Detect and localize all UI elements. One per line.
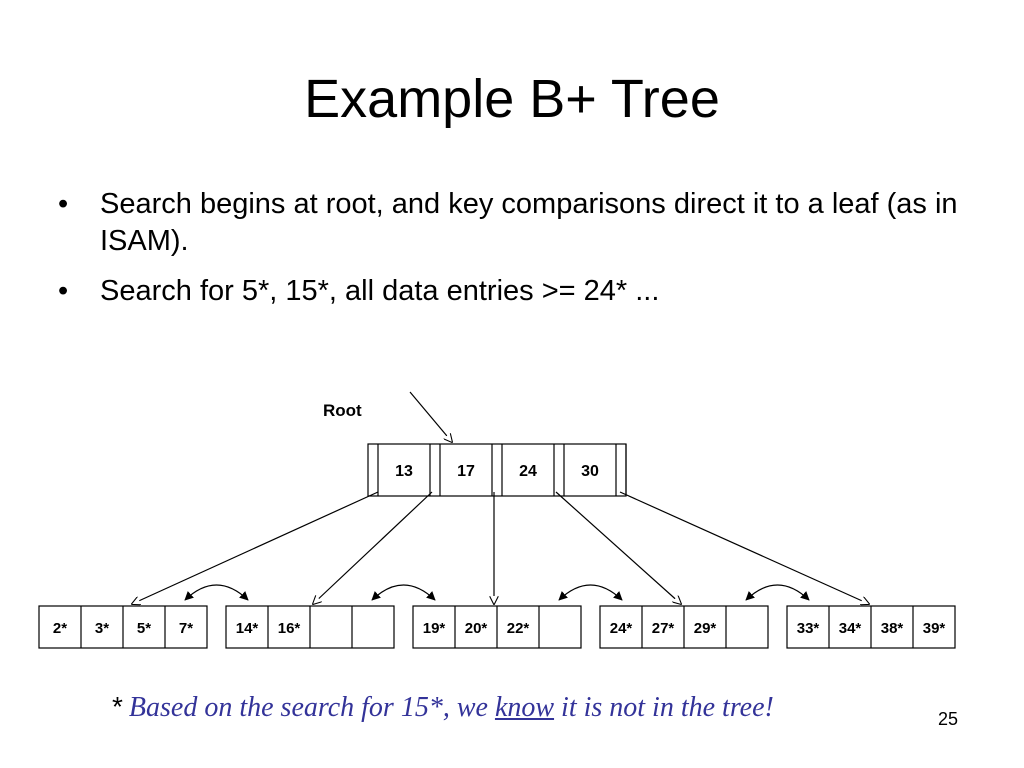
root-key: 17 [457,463,475,480]
footnote-underlined: know [494,692,555,723]
leaf-nodes: 2* 3* 5* 7* 14* 16* 19* 20* 22* 24* 27* 29* 33* 34* 38… [38,605,956,649]
leaf-entry: 14* [236,620,259,637]
footnote-text: Based on the search for 15*, we know it … [129,692,774,723]
leaf-entry: 38* [881,620,904,637]
leaf-entry: 16* [278,620,301,637]
sibling-link-arrow [745,584,810,601]
bullet-list: • Search begins at root, and key compari… [58,186,978,323]
bullet-marker: • [58,275,69,307]
bullet-marker: • [58,188,69,220]
root-pointer-arrow [409,391,452,442]
leaf-entry: 20* [465,620,488,637]
root-node: 13 17 24 30 [367,443,627,497]
leaf-entry: 3* [95,620,109,637]
footnote: *Based on the search for 15*, we know it… [112,688,774,727]
child-pointer-arrow [619,491,869,604]
child-pointers [132,491,869,604]
sibling-link-arrow [558,584,623,601]
footnote-part2: it is not in the tree! [554,692,774,723]
leaf-node: 24* 27* 29* [599,605,769,649]
root-label: Root [323,401,362,420]
sibling-links [184,584,810,601]
bullet-text: Search begins at root, and key compariso… [100,188,958,257]
leaf-entry: 27* [652,620,675,637]
leaf-entry: 22* [507,620,530,637]
root-key: 24 [519,463,537,480]
slide-title: Example B+ Tree [304,69,720,129]
leaf-node: 14* 16* [225,605,395,649]
root-key: 13 [395,463,413,480]
leaf-entry: 34* [839,620,862,637]
leaf-entry: 7* [179,620,193,637]
bplus-tree-diagram: Root 13 17 24 30 2* 3* 5* 7* 14* 16* 19* 20* 22* 24*… [38,391,956,649]
sibling-link-arrow [184,584,249,601]
sibling-link-arrow [371,584,436,601]
leaf-entry: 2* [53,620,67,637]
leaf-entry: 19* [423,620,446,637]
child-pointer-arrow [132,491,379,604]
leaf-entry: 24* [610,620,633,637]
leaf-entry: 5* [137,620,151,637]
bullet-item: • Search begins at root, and key compari… [58,186,978,260]
child-pointer-arrow [313,491,433,604]
leaf-node: 19* 20* 22* [412,605,582,649]
leaf-entry: 39* [923,620,946,637]
child-pointer-arrow [555,491,681,604]
leaf-node: 2* 3* 5* 7* [38,605,208,649]
bullet-text: Search for 5*, 15*, all data entries >= … [100,275,660,307]
footnote-star: * [112,691,123,722]
bullet-item: • Search for 5*, 15*, all data entries >… [58,273,978,310]
footnote-part1: Based on the search for 15*, we [128,692,495,723]
root-key: 30 [581,463,599,480]
root-node-box [367,443,627,497]
slide-number: 25 [938,709,959,729]
leaf-entry: 29* [694,620,717,637]
leaf-node: 33* 34* 38* 39* [786,605,956,649]
leaf-entry: 33* [797,620,820,637]
